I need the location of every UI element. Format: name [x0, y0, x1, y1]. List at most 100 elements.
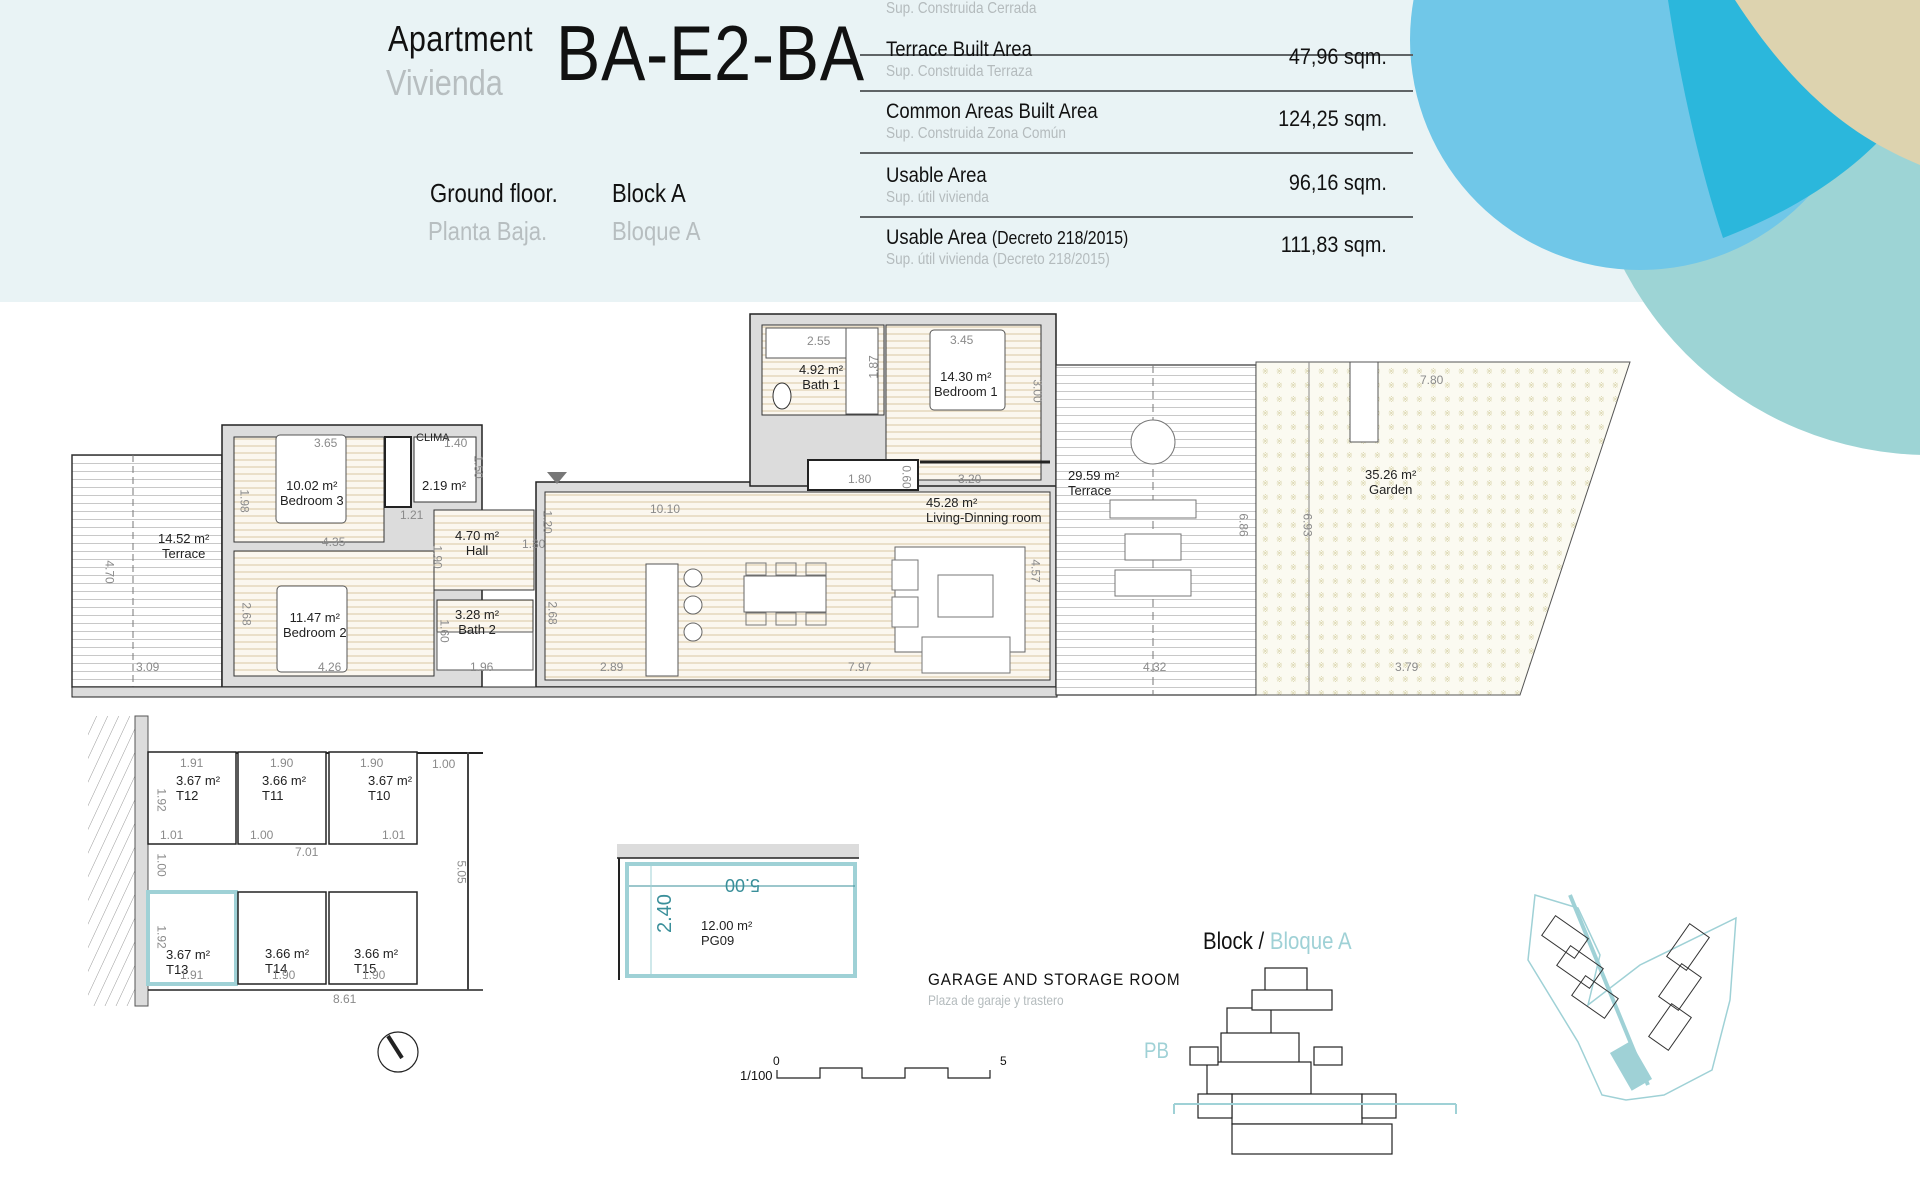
area-title: Usable Area — [886, 164, 987, 187]
dim-kitchen-width: 2.89 — [600, 660, 624, 674]
dim-storage-door-b: 1.00 — [250, 828, 274, 842]
apartment-label-es: Vivienda — [386, 62, 503, 103]
storage-unit-t10: 3.67 m² T10 — [368, 773, 412, 803]
dim-storage-total-width: 8.61 — [333, 992, 357, 1006]
room-name: Bath 2 — [458, 622, 496, 637]
dim-bath2-width: 1.96 — [470, 660, 494, 674]
room-area: 11.47 m² — [289, 610, 340, 625]
area-title-main: Usable Area — [886, 226, 987, 249]
dim-corridor-length: 10.10 — [650, 502, 681, 516]
storage-unit-t11: 3.66 m² T11 — [262, 773, 306, 803]
clima-tag: CLIMA — [416, 432, 450, 444]
block-title-letter: A — [1337, 928, 1352, 955]
area-subtitle: Sup. Construida Cerrada — [886, 0, 1037, 17]
dim-bed3-width: 3.65 — [314, 436, 338, 450]
dim-entry-depth: 1.20 — [540, 510, 555, 534]
storage-unit-t14: 3.66 m² T14 — [265, 946, 309, 976]
area-title: Terrace Built Area — [886, 38, 1032, 61]
dim-storage-depth-bottom: 1.92 — [154, 925, 169, 949]
area-subtitle: Sup. Construida Terraza — [886, 63, 1033, 80]
scale-start: 0 — [773, 1054, 780, 1068]
dim-t12-width: 1.91 — [180, 756, 204, 770]
dim-hall-depth: 1.90 — [430, 545, 445, 569]
block-title-sep: / — [1258, 928, 1265, 955]
dim-living-depth: 4.57 — [1028, 559, 1043, 583]
garage-area: 12.00 m² — [701, 918, 753, 933]
dim-storage-corridor: 7.01 — [295, 845, 319, 859]
dim-living-width: 7.97 — [848, 660, 872, 674]
dim-storage-door-a: 1.01 — [160, 828, 184, 842]
dim-storage-depth-top: 1.92 — [154, 788, 169, 812]
divider — [860, 216, 1413, 218]
garage-storage-caption: GARAGE AND STORAGE ROOM — [928, 970, 1181, 989]
room-label-bedroom-2: 11.47 m² Bedroom 2 — [283, 610, 347, 640]
room-label-bath-2: 3.28 m² Bath 2 — [455, 607, 499, 637]
apartment-label: Apartment — [388, 18, 533, 59]
entry-triangle-icon — [547, 472, 567, 484]
area-value: 96,16 sqm. — [1289, 170, 1387, 195]
scale-ratio: 1/100 — [740, 1068, 773, 1083]
block-label: Block A — [612, 178, 686, 208]
floor-label: Ground floor. — [430, 178, 558, 208]
storage-area: 3.67 m² — [166, 947, 211, 962]
dim-t10-width: 1.90 — [360, 756, 384, 770]
dim-t13-width: 1.91 — [180, 968, 204, 982]
scale-end: 5 — [1000, 1054, 1007, 1068]
room-area: 35.26 m² — [1365, 467, 1417, 482]
dim-bed2-width: 4.26 — [318, 660, 342, 674]
dim-storage-right-depth: 5.05 — [454, 860, 469, 884]
storage-area: 3.67 m² — [368, 773, 413, 788]
garage-length-dim: 5.00 — [725, 875, 760, 895]
dim-garden-depth: 6.93 — [1300, 513, 1315, 537]
room-name: Terrace — [1068, 483, 1112, 498]
room-name: Living-Dinning room — [926, 510, 1042, 525]
area-row-usable: Usable Area Sup. útil vivienda 96,16 sqm… — [860, 156, 1413, 218]
storage-area: 3.66 m² — [265, 946, 310, 961]
room-area: 10.02 m² — [286, 478, 338, 493]
area-row-enclosed-built: Sup. Construida Cerrada 11?,?4 sqm. — [860, 0, 1413, 56]
room-area: 4.70 m² — [455, 528, 500, 543]
dim-garden-top: 7.80 — [1420, 373, 1444, 387]
area-row-usable-decreto: Usable Area (Decreto 218/2015) Sup. útil… — [860, 218, 1413, 280]
dim-bed1-width: 3.45 — [950, 333, 974, 347]
site-plan-map — [1527, 894, 1737, 1101]
room-area: 3.28 m² — [455, 607, 500, 622]
dim-t14-width: 1.90 — [272, 968, 296, 982]
dim-bed3-depth: 1.98 — [237, 489, 252, 513]
area-value: 124,25 sqm. — [1278, 106, 1387, 131]
dim-bath1-width: 2.55 — [807, 334, 831, 348]
room-label-closet: 2.19 m² — [422, 478, 466, 493]
dim-t11-width: 1.90 — [270, 756, 294, 770]
dim-hall-w2: 1.30 — [522, 537, 546, 551]
room-label-bedroom-3: 10.02 m² Bedroom 3 — [280, 478, 344, 508]
dim-wardrobe-width: 1.80 — [848, 472, 872, 486]
dim-bath1-depth: 1.87 — [866, 355, 881, 379]
area-value: 111,83 sqm. — [1280, 232, 1387, 257]
dim-clima-width: 1.40 — [444, 436, 468, 450]
floor-label-es: Planta Baja. — [428, 216, 548, 246]
area-title: Usable Area (Decreto 218/2015) — [886, 226, 1128, 250]
dim-living-top: 3.20 — [958, 472, 982, 486]
dim-bath2-depth: 1.60 — [437, 619, 452, 643]
room-name: Bedroom 2 — [283, 625, 347, 640]
storage-id: T12 — [176, 788, 199, 803]
dim-wardrobe-depth: 0.60 — [899, 465, 914, 489]
block-label-es: Bloque A — [612, 216, 701, 246]
storage-area: 3.66 m² — [262, 773, 307, 788]
room-name: Bedroom 3 — [280, 493, 344, 508]
block-section-title: Block / Bloque A — [1203, 928, 1352, 956]
room-label-living-dining: 45.28 m² Living-Dinning room — [926, 495, 1042, 525]
room-area: 29.59 m² — [1068, 468, 1120, 483]
area-subtitle: Sup. útil vivienda — [886, 189, 989, 206]
room-name: Garden — [1368, 482, 1413, 497]
area-subtitle: Sup. Construida Zona Común — [886, 125, 1066, 142]
room-name: Bedroom 1 — [934, 384, 998, 399]
dim-storage-door-d: 1.00 — [432, 757, 456, 771]
garage-space-pg09: 12.00 m² PG09 — [701, 918, 752, 948]
dim-terrace-right-depth: 6.86 — [1236, 513, 1251, 537]
room-label-bath-1: 4.92 m² Bath 1 — [799, 362, 843, 392]
storage-area: 3.67 m² — [176, 773, 221, 788]
block-title-en: Block — [1203, 928, 1253, 955]
dim-terrace-left-width: 3.09 — [136, 660, 160, 674]
